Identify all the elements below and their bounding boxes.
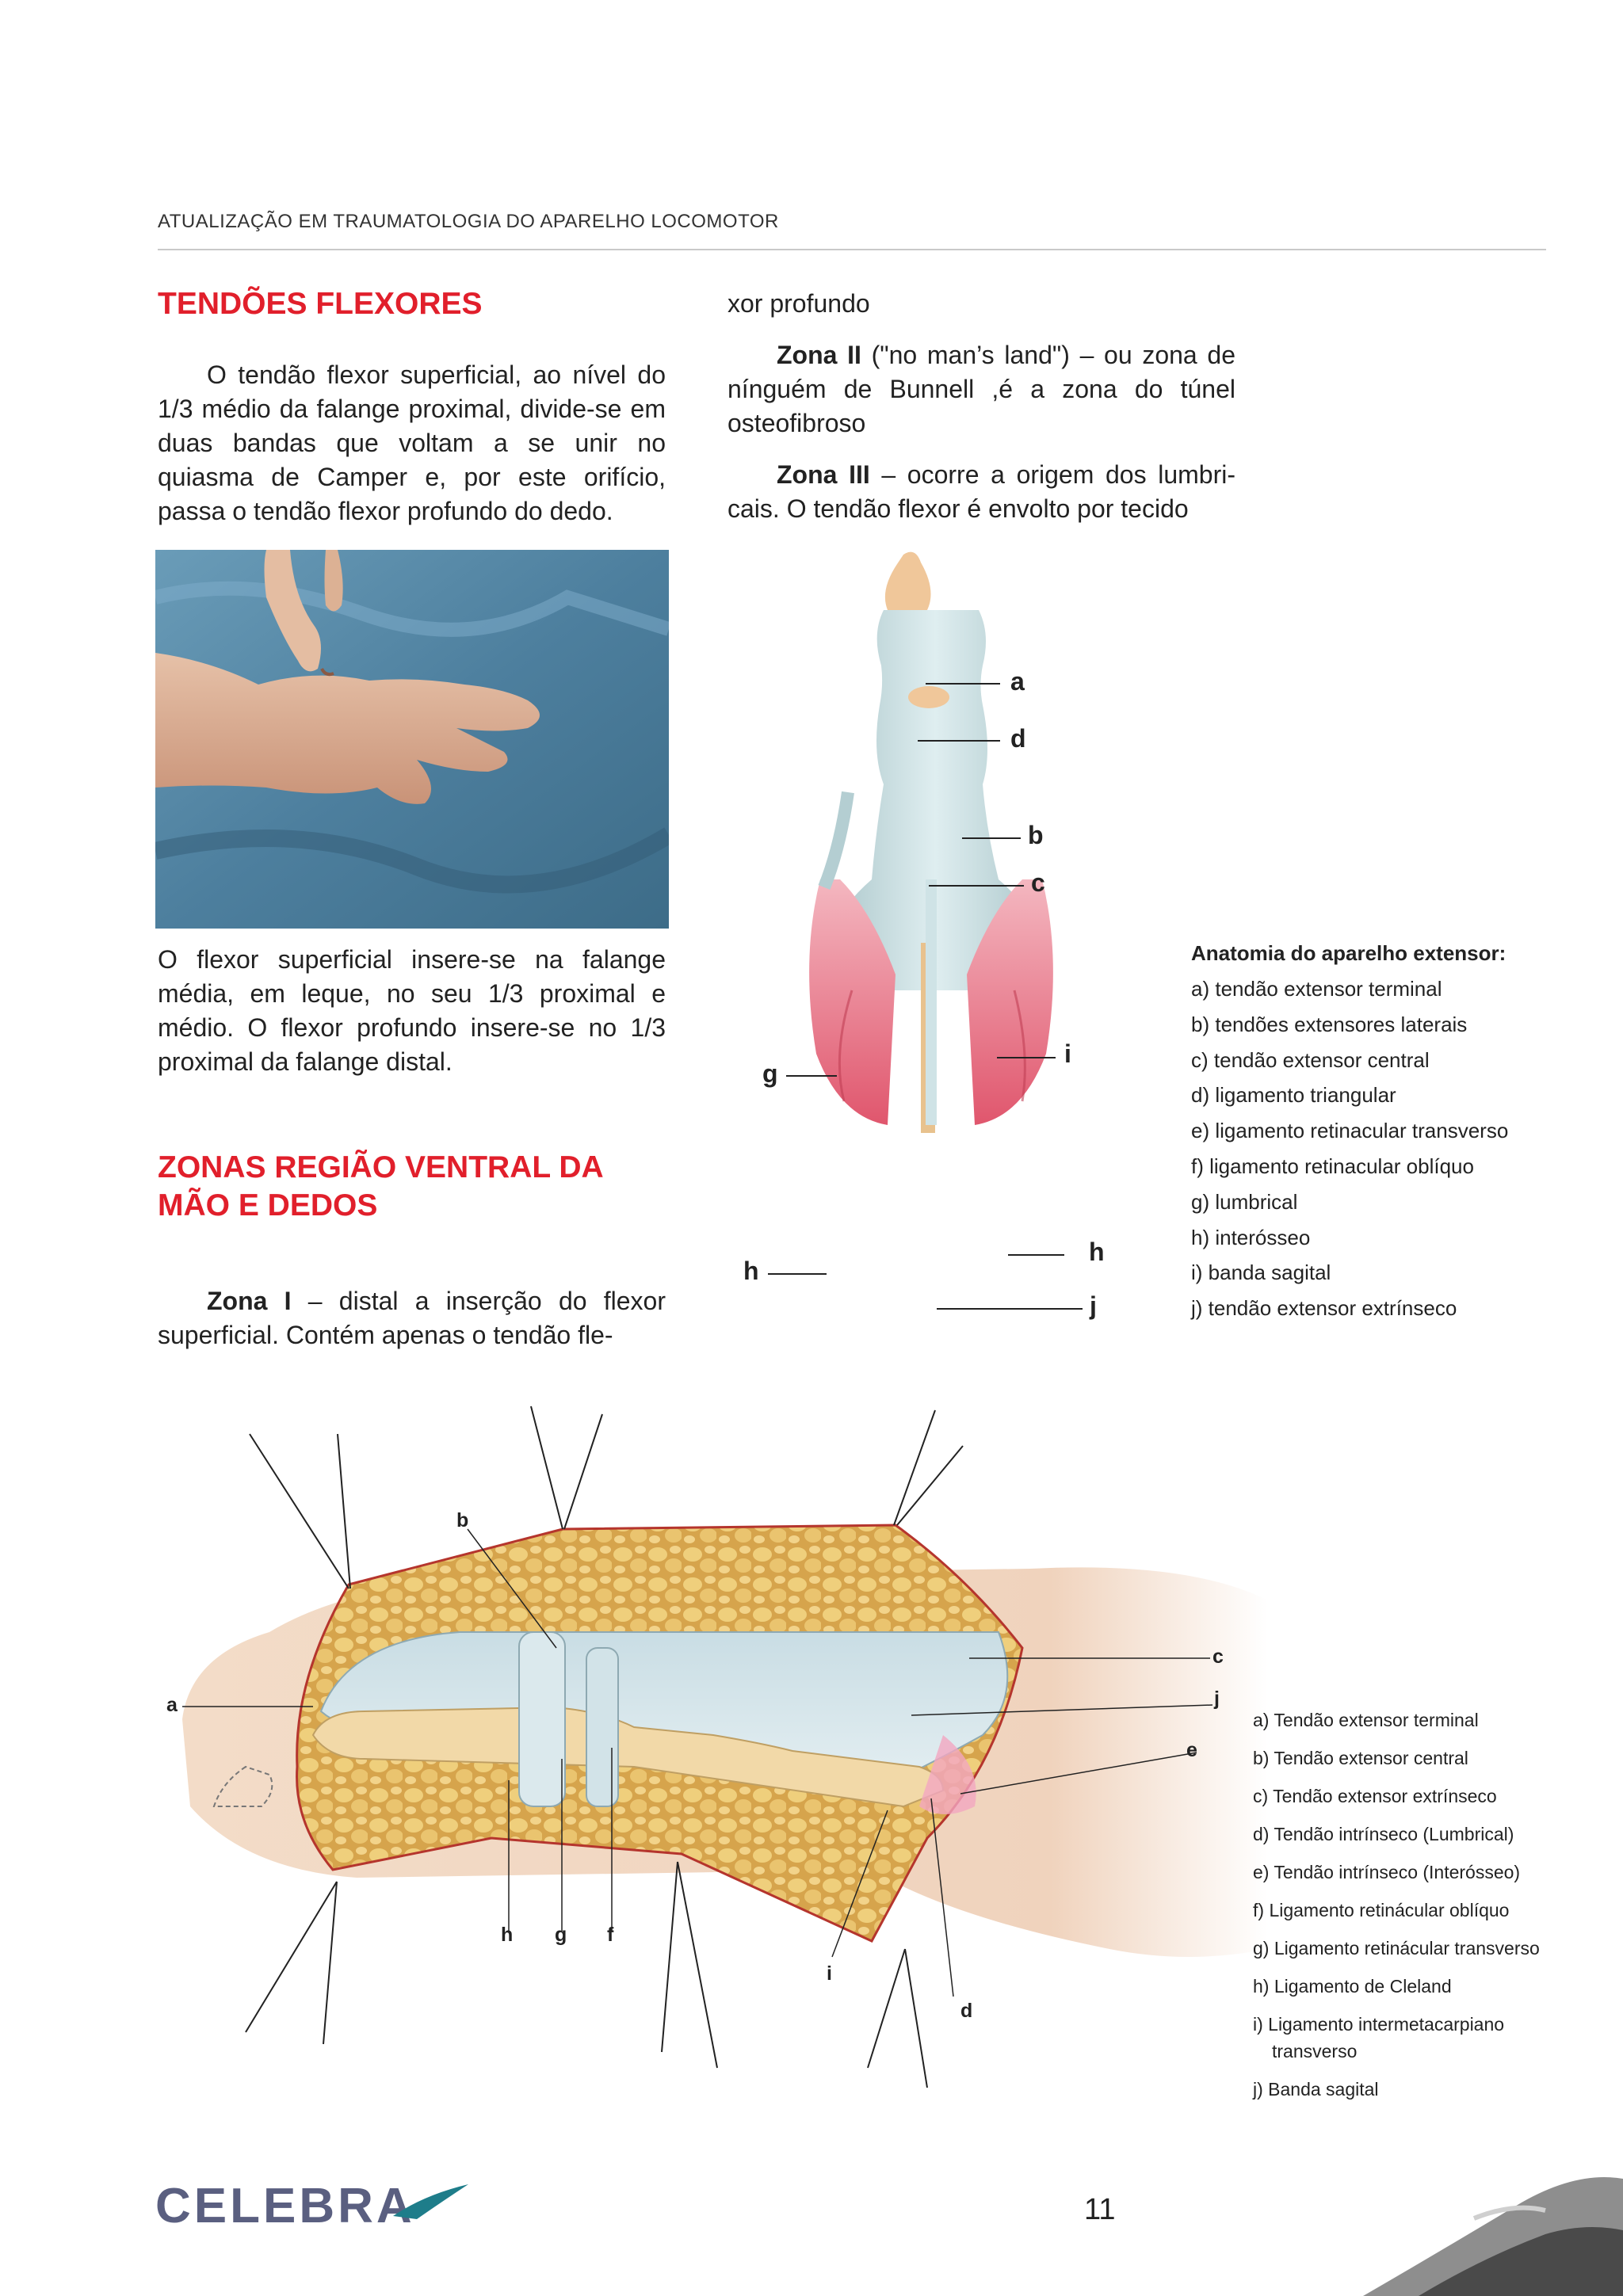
legend-item: e) ligamento retinacular transverso (1191, 1119, 1509, 1143)
section-title-zonas-line1: ZONAS REGIÃO VENTRAL DA (158, 1150, 604, 1184)
fig2-label-f: f (607, 1924, 614, 1946)
celebra-logo: CELEBRA (155, 2175, 488, 2242)
corner-decor-image (1347, 2155, 1623, 2296)
fig1-label-c: c (1031, 868, 1045, 897)
hand-tendon-photo (155, 550, 669, 929)
zona1-paragraph: Zona I – distal a inserção do flexor sup… (158, 1284, 666, 1352)
fig2-label-c: c (1212, 1646, 1224, 1668)
fig1-label-g: g (762, 1059, 778, 1088)
legend2-item: h) Ligamento de Cleland (1253, 1976, 1452, 1997)
legend2-item: c) Tendão extensor extrínseco (1253, 1786, 1497, 1806)
flexor-superficial-text: O tendão flexor superficial, ao nível do… (158, 360, 666, 525)
zona3-label: Zona III (777, 460, 870, 489)
legend-item: d) ligamento triangular (1191, 1083, 1396, 1108)
fig2-label-d: d (960, 2000, 973, 2022)
legend2-item: a) Tendão extensor terminal (1253, 1710, 1479, 1730)
col2-text: xor profundo Zona II ("no man’s land") –… (727, 287, 1235, 526)
fig2-label-j: j (1214, 1688, 1220, 1710)
fig1-label-b: b (1028, 821, 1044, 849)
fig1-label-i: i (1064, 1039, 1071, 1068)
header-divider (158, 249, 1546, 250)
fig2-label-e: e (1186, 1739, 1197, 1761)
legend-item: c) tendão extensor central (1191, 1047, 1430, 1072)
fig1-label-j: j (1090, 1291, 1097, 1320)
legend-item: a) tendão extensor terminal (1191, 977, 1442, 1001)
legend-item: i) banda sagital (1191, 1261, 1331, 1285)
zona1-text: – distal a inserção do flexor superficia… (158, 1287, 666, 1349)
legend2-item: b) Tendão extensor central (1253, 1748, 1468, 1768)
section-title-zonas: ZONAS REGIÃO VENTRAL DA MÃO E DEDOS (158, 1149, 604, 1225)
fig1-label-d: d (1010, 724, 1026, 753)
flexor-insertion-text: O flexor superficial insere-se na falang… (158, 945, 666, 1076)
intro-paragraph: O tendão flexor superficial, ao nível do… (158, 358, 666, 528)
extensor-legend-title: Anatomia do aparelho extensor: (1191, 941, 1507, 965)
legend2-item: e) Tendão intrínseco (Interósseo) (1253, 1862, 1521, 1882)
running-header: ATUALIZAÇÃO EM TRAUMATOLOGIA DO APARELHO… (158, 211, 779, 232)
extensor-apparatus-illustration: a d b c i g h h j (713, 547, 1157, 1379)
legend-item: b) tendões extensores laterais (1191, 1012, 1468, 1036)
legend-item: g) lumbrical (1191, 1189, 1298, 1214)
fig1-label-a: a (1010, 667, 1025, 696)
page-number: 11 (1084, 2193, 1116, 2226)
legend-item: f) ligamento retinacular oblíquo (1191, 1154, 1474, 1178)
legend2-item: i) Ligamento intermetacarpiano (1253, 2014, 1505, 2035)
fig1-label-h-right: h (1089, 1238, 1105, 1266)
section-title-flexores: TENDÕES FLEXORES (158, 287, 483, 321)
fig2-label-i: i (827, 1962, 832, 1985)
legend-item: j) tendão extensor extrínseco (1191, 1296, 1457, 1321)
extensor-legend: Anatomia do aparelho extensor: a) tendão… (1191, 935, 1540, 1326)
zona1-continuation: xor profundo (727, 289, 870, 318)
legend2-item-cont: transverso (1272, 2041, 1358, 2061)
legend2-item: f) Ligamento retinácular oblíquo (1253, 1900, 1510, 1920)
fig2-label-h: h (501, 1924, 514, 1946)
section-title-zonas-line2: MÃO E DEDOS (158, 1188, 378, 1222)
zona3-text: – ocorre a origem dos lumbri-cais. O ten… (727, 460, 1236, 523)
lateral-legend: a) Tendão extensor terminal b) Tendão ex… (1253, 1708, 1586, 2115)
legend2-item: g) Ligamento retinácular transverso (1253, 1938, 1540, 1958)
fig2-label-b: b (456, 1509, 469, 1531)
insertion-paragraph: O flexor superficial insere-se na falang… (158, 943, 666, 1079)
legend2-item: j) Banda sagital (1253, 2079, 1379, 2100)
celebra-logo-text: CELEBRA (155, 2179, 415, 2233)
legend2-item: d) Tendão intrínseco (Lumbrical) (1253, 1824, 1514, 1844)
legend-item: h) interósseo (1191, 1225, 1311, 1249)
zona2-label: Zona II (777, 341, 861, 369)
lateral-finger-illustration: a b c j e h g f i d (158, 1394, 1268, 2115)
fig2-label-g: g (555, 1924, 567, 1946)
fig1-label-h-left: h (743, 1257, 759, 1285)
zona2-text: ("no man’s land") – ou zona de nínguém d… (727, 341, 1235, 437)
zona1-label: Zona I (207, 1287, 292, 1315)
fig2-label-a: a (166, 1694, 178, 1716)
